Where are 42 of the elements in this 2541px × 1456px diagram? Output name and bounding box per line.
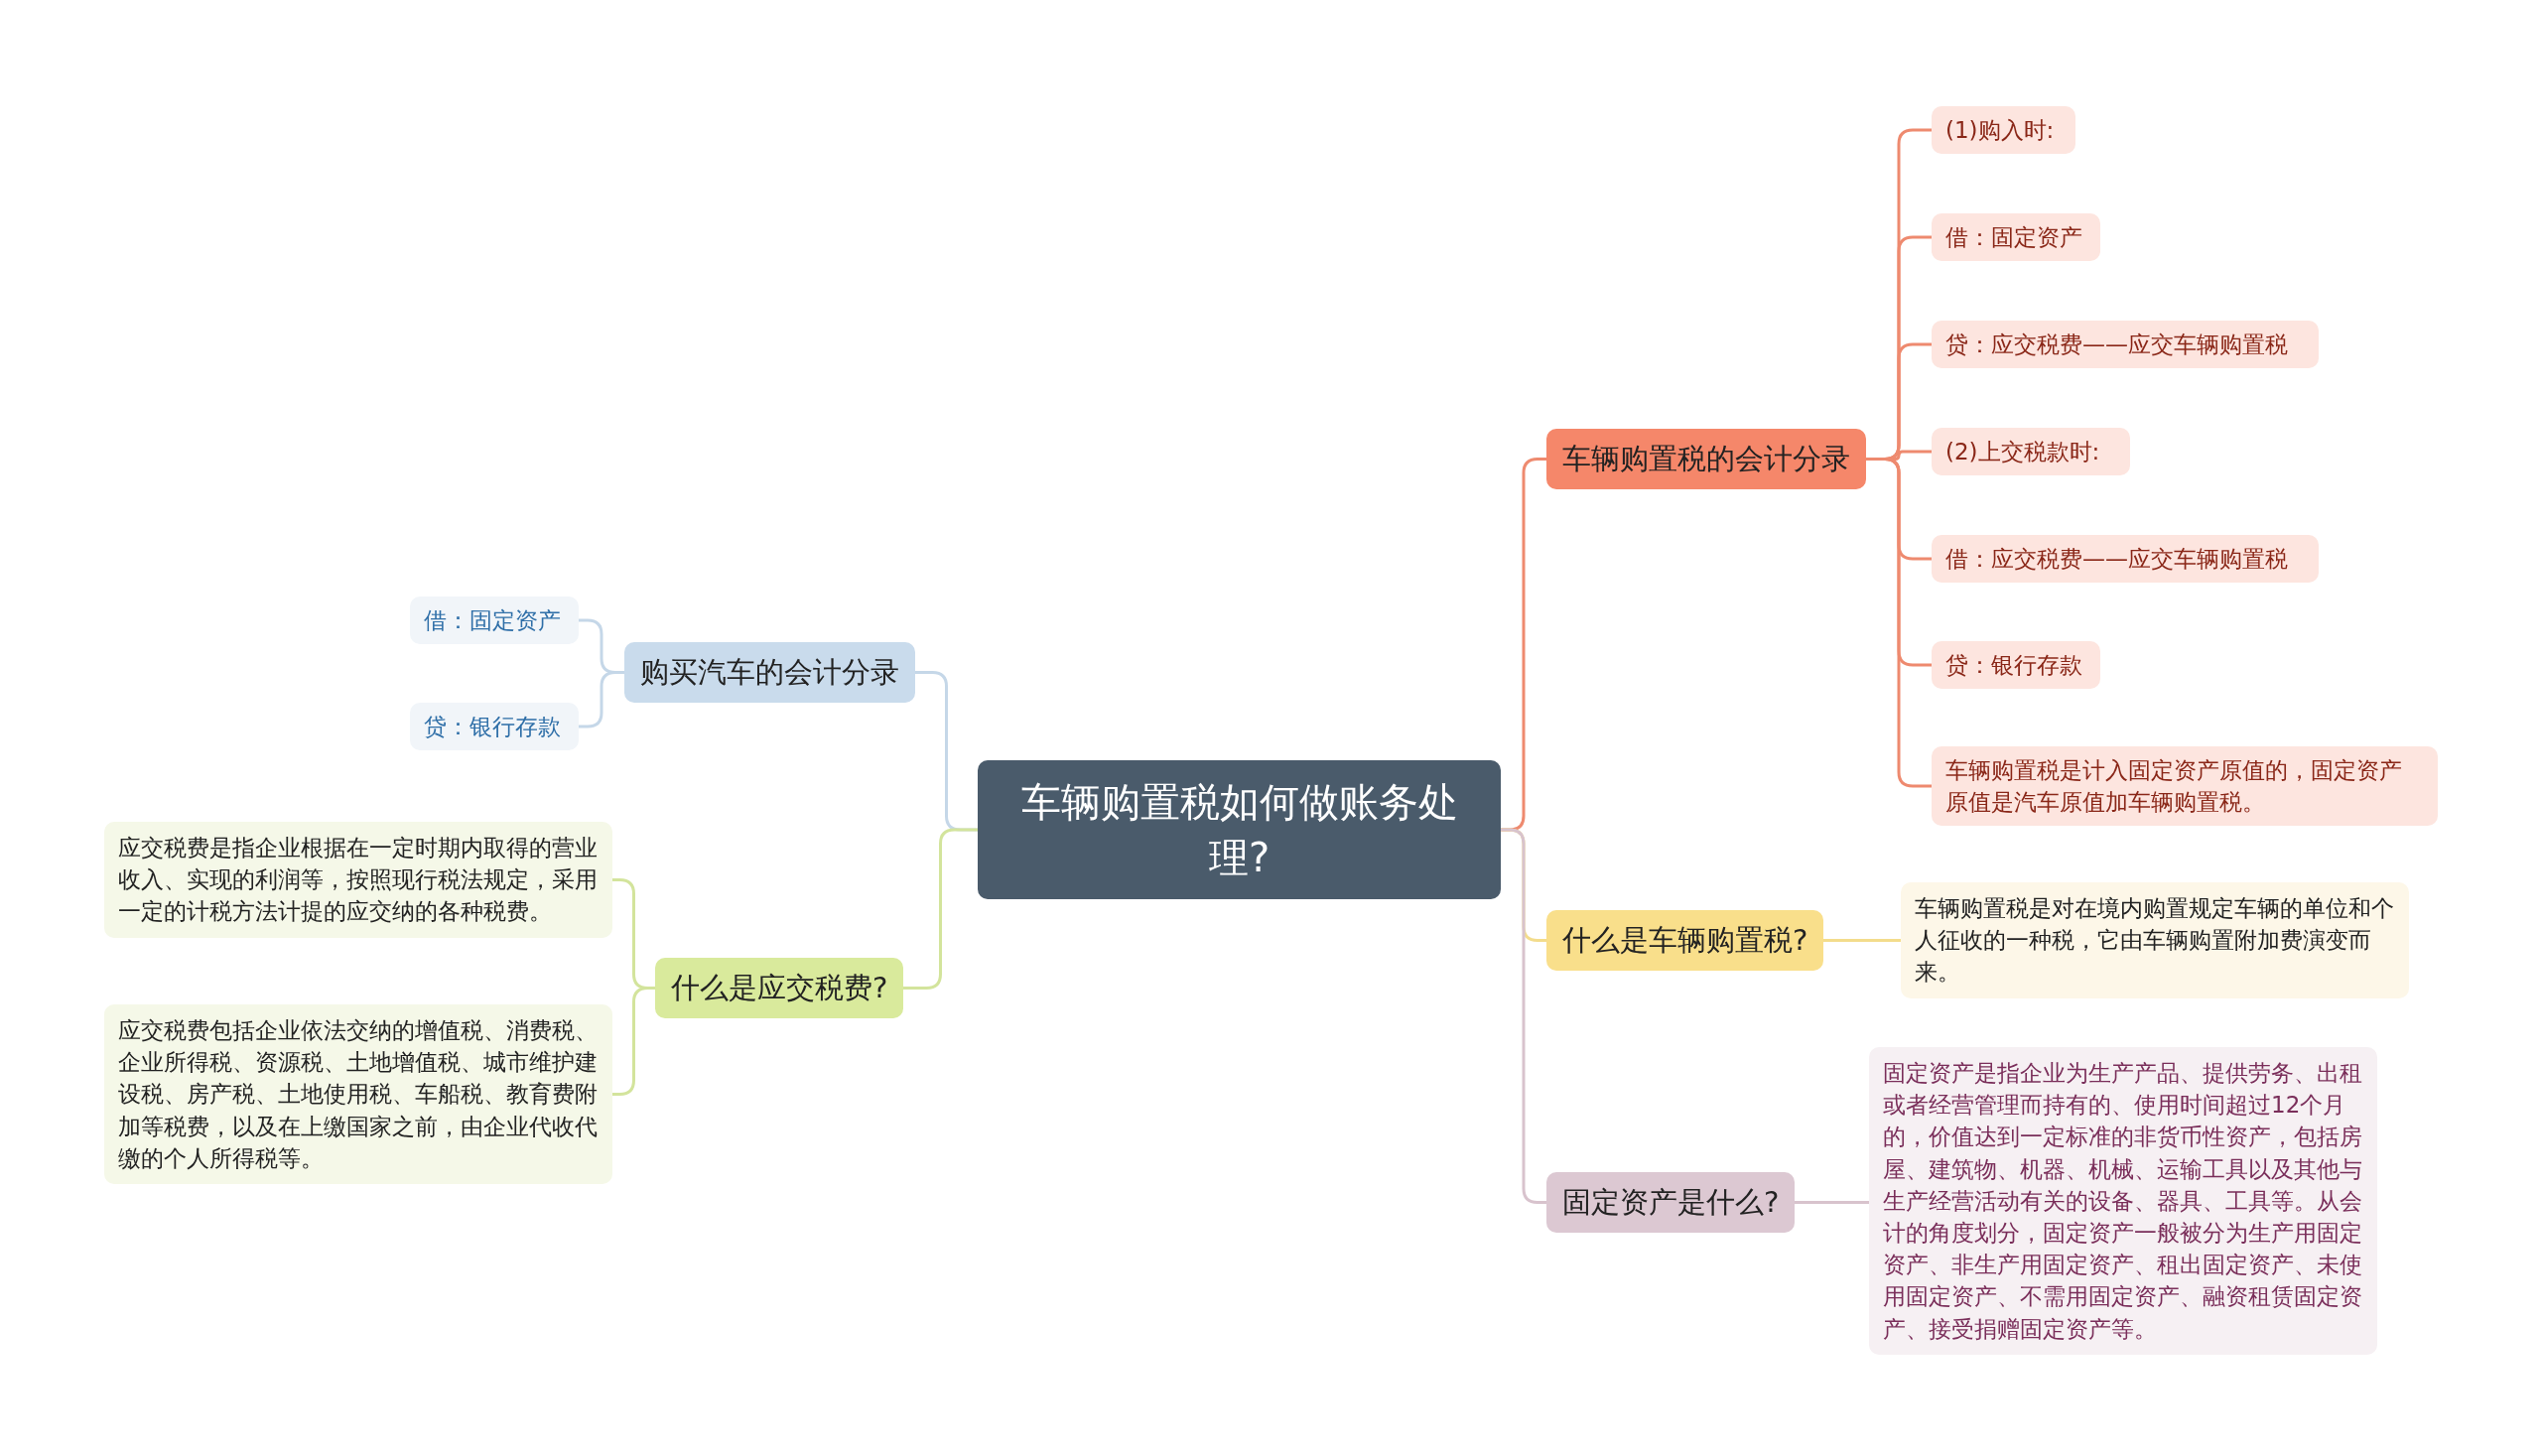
branch-topic — [655, 958, 904, 1018]
note-text: 应交税费是指企业根据在一定时期内取得的营业收入、实现的利润等，按照现行税法规定，采用一定的计税方法计提的应交纳的各种税费。 — [118, 834, 599, 927]
branch-topic — [1546, 429, 1866, 489]
connector-line — [612, 987, 655, 1096]
subtopic-text: 借：应交税费——应交车辆购置税 — [1945, 545, 2288, 574]
connector-line — [903, 828, 978, 990]
subtopic-box — [1932, 106, 2075, 155]
topic-text: 车辆购置税如何做账务处理? — [1019, 778, 1459, 882]
topic-text: 购买汽车的会计分录 — [640, 654, 899, 691]
subtopic-text: 贷：应交税费——应交车辆购置税 — [1945, 331, 2288, 359]
subtopic-text: 车辆购置税是计入固定资产原值的，固定资产原值是汽车原值加车辆购置税。 — [1945, 756, 2403, 818]
subtopic-text: (2)上交税款时: — [1945, 438, 2100, 466]
note-box — [104, 1004, 612, 1184]
note-text: 应交税费包括企业依法交纳的增值税、消费税、企业所得税、资源税、土地增值税、城市维护建设税、房产税、土地使用税、车船税、教育费附加等税费，以及在上缴国家之前，由企业代收代缴的个人所得税等。 — [118, 1016, 599, 1173]
topic-text: 车辆购置税的会计分录 — [1562, 441, 1850, 477]
branch-topic — [1546, 1172, 1796, 1233]
note-box — [1901, 882, 2409, 998]
subtopic-box — [1932, 746, 2438, 827]
connector-line — [1795, 1201, 1869, 1204]
note-text: 固定资产是指企业为生产产品、提供劳务、出租或者经营管理而持有的、使用时间超过12个月的，价值达到一定标准的非货币性资产，包括房屋、建筑物、机器、机械、运输工具以及其他与生产经营活动有关的设备、器具、工具等。从会计的角度划分，固定资产一般被分为生产用固定资产、非生产用固定资产、租出固定资产、未使用固定资产、不需用固定资产、融资租赁固定资产、接受捐赠固定资产等。 — [1883, 1059, 2363, 1344]
central-topic — [978, 760, 1501, 899]
branch-topic — [1546, 910, 1824, 971]
subtopic-text: (1)购入时: — [1945, 116, 2055, 145]
branch-topic — [624, 642, 915, 703]
note-text: 车辆购置税是对在境内购置规定车辆的单位和个人征收的一种税，它由车辆购置附加费演变而来。 — [1915, 894, 2395, 988]
subtopic-text: 借：固定资产 — [1945, 223, 2082, 252]
subtopic-box — [410, 703, 579, 751]
connector-line — [1823, 939, 1901, 942]
subtopic-text: 贷：银行存款 — [424, 713, 561, 741]
subtopic-text: 借：固定资产 — [424, 606, 561, 635]
note-box — [104, 822, 612, 938]
subtopic-box — [1932, 535, 2319, 584]
topic-text: 固定资产是什么? — [1562, 1184, 1780, 1221]
subtopic-box — [1932, 321, 2319, 369]
subtopic-box — [410, 596, 579, 645]
subtopic-box — [1932, 213, 2100, 262]
subtopic-box — [1932, 428, 2130, 476]
subtopic-box — [1932, 641, 2100, 690]
connector-line — [1501, 828, 1546, 1204]
topic-text: 什么是车辆购置税? — [1562, 922, 1808, 959]
topic-text: 什么是应交税费? — [671, 970, 888, 1006]
subtopic-text: 贷：银行存款 — [1945, 651, 2082, 680]
